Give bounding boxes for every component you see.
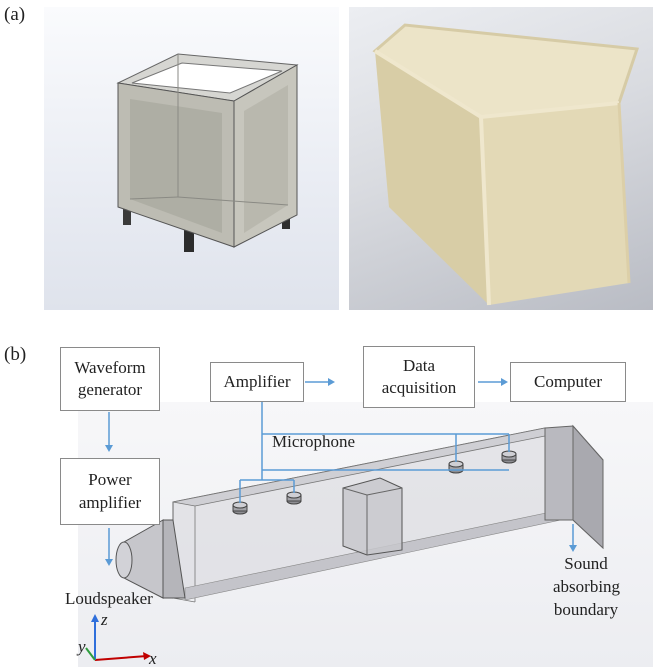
power-amplifier-box: Power amplifier	[60, 458, 160, 525]
axis-z-label: z	[101, 609, 108, 630]
data-acquisition-box: Data acquisition	[363, 346, 475, 408]
computer-box: Computer	[510, 362, 626, 402]
axis-x-label: x	[149, 648, 157, 669]
loudspeaker-label: Loudspeaker	[65, 588, 153, 609]
microphone-label: Microphone	[272, 431, 355, 452]
amplifier-box: Amplifier	[210, 362, 304, 402]
sound-absorbing-boundary-label: Sound absorbing boundary	[553, 553, 619, 622]
waveform-generator-box: Waveform generator	[60, 347, 160, 411]
axis-y-label: y	[78, 636, 86, 657]
